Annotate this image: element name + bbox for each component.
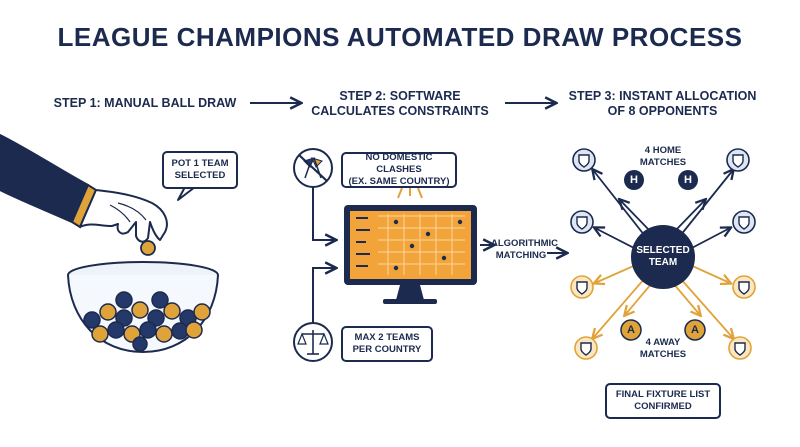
selected-team-line2: TEAM: [648, 257, 678, 268]
algorithmic-matching-label: ALGORITHMIC MATCHING: [491, 238, 559, 262]
callout-tail: [177, 186, 196, 201]
home-badge-right: [678, 170, 698, 190]
away-matches-line1: 4 AWAY: [645, 337, 681, 348]
shield-icon: [570, 210, 594, 234]
step1-heading: STEP 1: MANUAL BALL DRAW: [40, 96, 250, 111]
shield-icon: [574, 336, 598, 360]
home-badge-left: [624, 170, 644, 190]
away-opponents: [570, 275, 756, 360]
selected-team-label: SELECTED TEAM: [631, 245, 695, 269]
step3-heading-line1: STEP 3: INSTANT ALLOCATION: [568, 89, 757, 103]
algorithmic-matching-line2: MATCHING: [495, 250, 547, 261]
page-title: LEAGUE CHAMPIONS AUTOMATED DRAW PROCESS: [57, 22, 743, 52]
shield-icon: [732, 275, 756, 299]
step1-heading-text: STEP 1: MANUAL BALL DRAW: [53, 96, 237, 110]
away-badge-right-letter: A: [691, 324, 699, 336]
step3-heading: STEP 3: INSTANT ALLOCATION OF 8 OPPONENT…: [555, 89, 770, 119]
monitor-icon: [344, 185, 477, 304]
pot1-callout: POT 1 TEAM SELECTED: [162, 151, 238, 189]
home-matches-line2: MATCHES: [639, 157, 687, 168]
home-badge-right-letter: H: [684, 174, 692, 186]
hand-icon: [0, 133, 168, 256]
selected-team-line1: SELECTED: [636, 245, 690, 256]
away-matches-line2: MATCHES: [639, 349, 687, 360]
away-badge-left-letter: A: [627, 324, 635, 336]
rule2-connector: [312, 268, 335, 323]
shield-icon: [572, 148, 596, 172]
home-matches-line1: 4 HOME: [644, 145, 682, 156]
pot1-callout-line2: SELECTED: [174, 170, 226, 181]
rule-no-domestic-line2: (EX. SAME COUNTRY): [348, 176, 450, 187]
away-matches-label: 4 AWAY MATCHES: [631, 337, 695, 361]
rule-max-teams-line2: PER COUNTRY: [352, 344, 422, 355]
selected-team-node: [631, 225, 695, 289]
home-opponents: [570, 148, 756, 234]
shield-icon: [570, 275, 594, 299]
shield-icon: [726, 148, 750, 172]
shield-icon: [728, 336, 752, 360]
step3-heading-line2: OF 8 OPPONENTS: [607, 104, 718, 118]
step2-heading-line2: CALCULATES CONSTRAINTS: [311, 104, 489, 118]
final-fixture-line1: FINAL FIXTURE LIST: [615, 389, 711, 400]
home-matches-label: 4 HOME MATCHES: [631, 145, 695, 169]
away-badge-left: [620, 319, 642, 341]
no-flags-icon: [293, 148, 333, 188]
drawn-ball: [140, 240, 156, 256]
step2-heading-line1: STEP 2: SOFTWARE: [339, 89, 461, 103]
ball-pile: [83, 291, 211, 352]
final-fixture-box: FINAL FIXTURE LIST CONFIRMED: [605, 383, 721, 419]
rule-max-teams-line1: MAX 2 TEAMS: [354, 332, 420, 343]
scales-icon: [293, 322, 333, 362]
final-fixture-line2: CONFIRMED: [634, 401, 692, 412]
rule-max-teams: MAX 2 TEAMS PER COUNTRY: [341, 326, 433, 362]
bowl-icon: [67, 261, 219, 354]
rule-no-domestic-line1: NO DOMESTIC CLASHES: [365, 152, 433, 175]
rule-no-domestic: NO DOMESTIC CLASHES (EX. SAME COUNTRY): [341, 152, 457, 188]
home-arrows: [593, 170, 733, 251]
step2-heading: STEP 2: SOFTWARE CALCULATES CONSTRAINTS: [300, 89, 500, 119]
rule1-connector: [312, 187, 335, 240]
away-arrows: [593, 263, 733, 338]
algorithmic-matching-line1: ALGORITHMIC: [491, 238, 559, 249]
pot1-callout-line1: POT 1 TEAM: [171, 158, 229, 169]
shield-icon: [732, 210, 756, 234]
away-badge-right: [684, 319, 706, 341]
home-badge-left-letter: H: [630, 174, 638, 186]
